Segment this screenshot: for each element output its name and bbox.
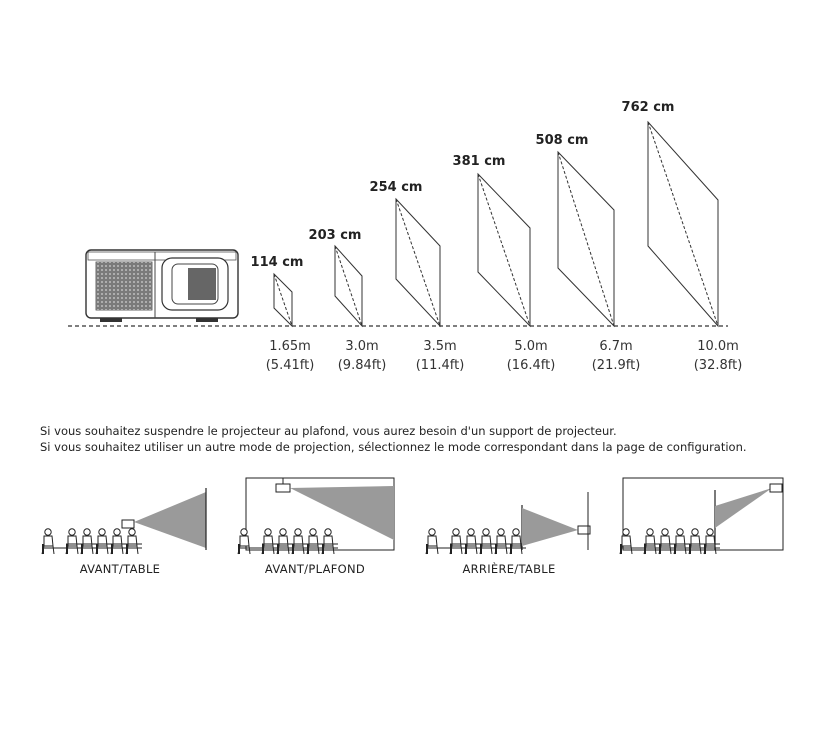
throw-distance-diagram: [68, 120, 728, 328]
mode-label-front-table: AVANT/TABLE: [79, 562, 161, 576]
distance-label: 3.0m (9.84ft): [338, 337, 387, 375]
distance-m: 3.5m: [423, 339, 457, 354]
screen-size-label: 114 cm: [250, 255, 304, 270]
distance-ft: (16.4ft): [506, 358, 556, 373]
screen-762cm: [647, 120, 719, 328]
distance-label: 1.65m (5.41ft): [266, 337, 315, 375]
distance-ft: (5.41ft): [265, 358, 315, 373]
screen-381cm: [477, 172, 531, 328]
screen-size-label: 381 cm: [452, 154, 506, 169]
mode-label-rear-table: ARRIÈRE/TABLE: [462, 562, 556, 576]
mode-front-table-scene: [42, 488, 207, 554]
distance-m: 3.0m: [345, 339, 379, 354]
info-line-ceiling: Si vous souhaitez suspendre le projecteu…: [40, 424, 617, 438]
distance-label: 3.5m (11.4ft): [416, 337, 465, 375]
screen-508cm: [557, 150, 615, 328]
distance-ft: (11.4ft): [415, 358, 465, 373]
distance-m: 1.65m: [269, 339, 311, 354]
screen-203cm: [334, 244, 363, 328]
distance-label: 10.0m (32.8ft): [694, 337, 743, 375]
mode-front-ceiling-scene: [238, 477, 395, 554]
mode-label-front-ceiling: AVANT/PLAFOND: [264, 562, 366, 576]
screen-size-label: 254 cm: [369, 180, 423, 195]
mode-rear-table-scene: [426, 492, 591, 554]
screen-size-label: 508 cm: [535, 133, 589, 148]
distance-label: 6.7m (21.9ft): [592, 337, 641, 375]
distance-ft: (9.84ft): [337, 358, 387, 373]
mode-rear-ceiling-scene: [620, 477, 784, 554]
projector-illustration: [85, 249, 239, 322]
distance-ft: (21.9ft): [591, 358, 641, 373]
distance-m: 5.0m: [514, 339, 548, 354]
distance-label: 5.0m (16.4ft): [507, 337, 556, 375]
info-line-mode: Si vous souhaitez utiliser un autre mode…: [40, 440, 747, 454]
screen-size-label: 203 cm: [308, 228, 362, 243]
distance-m: 10.0m: [697, 339, 739, 354]
screen-size-label: 762 cm: [621, 100, 675, 115]
distance-m: 6.7m: [599, 339, 633, 354]
distance-ft: (32.8ft): [693, 358, 743, 373]
screen-254cm: [395, 197, 441, 328]
screen-114cm: [273, 272, 293, 328]
